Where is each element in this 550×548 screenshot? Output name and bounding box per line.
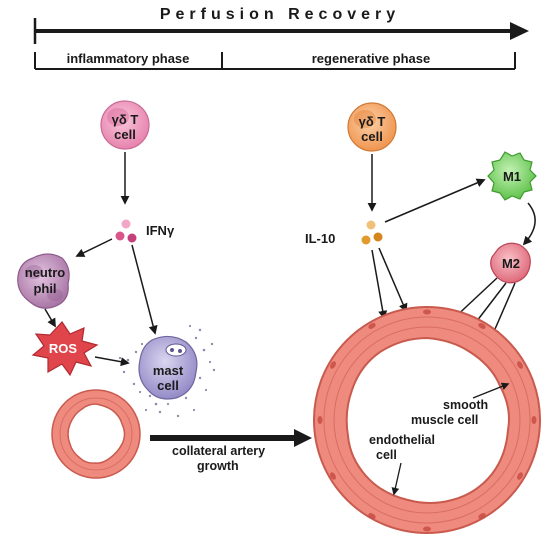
title-text: Perfusion Recovery	[160, 6, 400, 23]
arrow-m2-to-vessel-3	[490, 282, 516, 338]
gd-t-cell-regenerative	[347, 102, 397, 152]
collateral-growth-label-2: growth	[197, 459, 239, 473]
collateral-growth-label-1: collateral artery	[172, 444, 265, 458]
ifng-label: IFNγ	[146, 223, 175, 238]
phase-label-inflammatory: inflammatory phase	[67, 51, 190, 66]
arrow-ros-to-mast	[94, 356, 130, 367]
neutrophil-cell	[17, 253, 70, 309]
arrow-il10-to-m1	[384, 178, 486, 223]
il10-label: IL-10	[305, 231, 335, 246]
collateral-growth-arrow	[150, 429, 312, 447]
arrow-ifng-to-neutrophil	[75, 238, 113, 257]
ros-label: ROS	[49, 341, 78, 356]
phase-label-regenerative: regenerative phase	[312, 51, 431, 66]
phase-bracket	[34, 52, 516, 70]
arrow-smooth-muscle-pointer	[472, 382, 510, 399]
gd-t-cell-inflammatory	[100, 100, 150, 150]
mast-cell-label-2: cell	[157, 378, 179, 393]
neutrophil-label-2: phil	[33, 281, 56, 296]
mast-granules	[118, 324, 216, 418]
arrow-neutrophil-to-ros	[44, 308, 56, 328]
arrow-endothelial-pointer	[391, 462, 402, 496]
smooth-muscle-label-2: muscle cell	[411, 413, 478, 427]
gd-t-cell-left-label-1: γδ T	[112, 112, 139, 127]
m2-macrophage	[490, 242, 531, 284]
ros-burst	[31, 321, 99, 377]
endothelial-label-2: cell	[376, 448, 397, 462]
gd-t-cell-right-label-2: cell	[361, 129, 383, 144]
gd-t-cell-left-label-2: cell	[114, 127, 136, 142]
m2-label: M2	[502, 256, 520, 271]
mast-cell	[138, 335, 198, 400]
large-artery-cross-section	[313, 306, 541, 534]
timeline-arrow	[33, 18, 529, 44]
mast-cell-label-1: mast	[153, 363, 184, 378]
m1-macrophage	[487, 151, 537, 201]
smooth-muscle-label-1: smooth	[443, 398, 488, 412]
neutrophil-label-1: neutro	[25, 265, 66, 280]
ifng-molecules	[115, 219, 137, 243]
gd-t-cell-right-label-1: γδ T	[359, 114, 386, 129]
arrow-ifng-to-mast	[131, 244, 158, 335]
m1-label: M1	[503, 169, 521, 184]
small-artery-cross-section	[51, 389, 141, 479]
arrow-il10-to-vessel-1	[371, 249, 388, 320]
endothelial-label-1: endothelial	[369, 433, 435, 447]
arrow-il10-to-vessel-2	[378, 247, 408, 313]
arrow-m1-to-m2	[522, 202, 536, 246]
il10-molecules	[361, 220, 383, 245]
